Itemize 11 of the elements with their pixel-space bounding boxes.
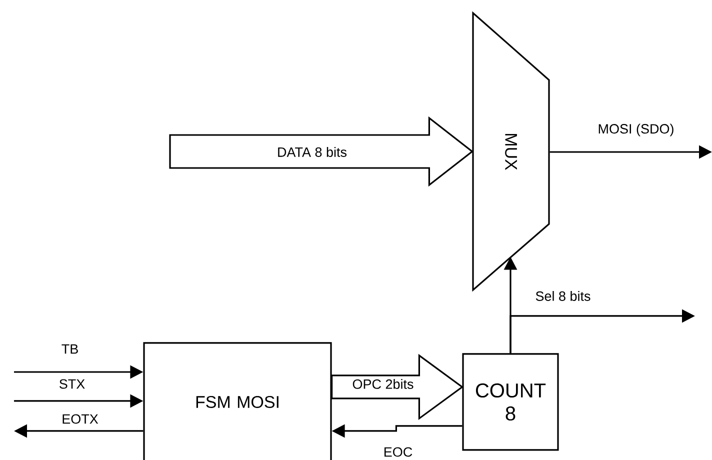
edge-label: MOSI (SDO) <box>596 122 676 138</box>
counter-box: COUNT 8 <box>462 353 559 451</box>
edge-label: STX <box>58 378 86 390</box>
fsm-box: FSM MOSI <box>143 342 332 460</box>
edge-label: OPC 2bits <box>351 378 415 390</box>
edge-label: Sel 8 bits <box>534 290 592 302</box>
bus-arrow <box>169 116 474 187</box>
edge-label: TB <box>60 343 80 355</box>
edge-label: DATA 8 bits <box>276 146 348 158</box>
edge-label: EOTX <box>60 413 100 425</box>
edge-label: EOC <box>382 446 414 458</box>
